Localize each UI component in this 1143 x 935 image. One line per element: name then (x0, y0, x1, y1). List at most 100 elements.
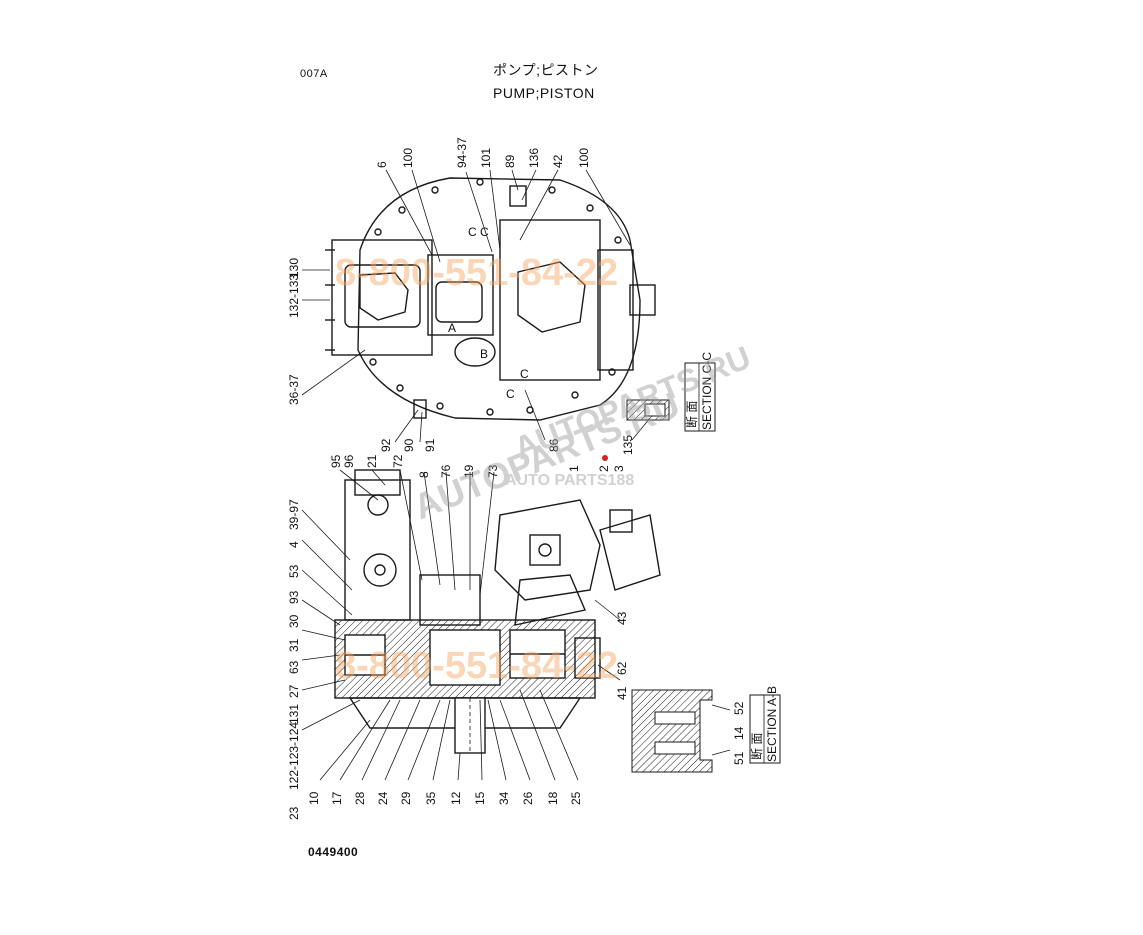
callout-62: 62 (615, 661, 629, 675)
callout-100-b: 100 (577, 148, 591, 168)
top-leader-lines (301, 169, 651, 443)
section-ab-label-box (749, 694, 781, 764)
watermark-phone-top: 8-800-551-84-22 (335, 252, 618, 294)
bottom-fitting (413, 399, 427, 419)
callout-39-97: 39-97 (287, 499, 301, 530)
callout-51: 51 (732, 751, 746, 765)
callout-91: 91 (423, 438, 437, 452)
red-marker (602, 455, 608, 461)
callout-52: 52 (732, 701, 746, 715)
section-ab-jp: 断 面 (749, 733, 764, 760)
watermark-logo: AUTO PARTS188 (505, 472, 634, 489)
section-ab-detail: 断 面 SECTION A-B (631, 686, 781, 773)
callout-94-37: 94-37 (455, 137, 469, 168)
callout-25: 25 (569, 791, 583, 805)
valve-port (363, 553, 397, 587)
bottom-view (334, 469, 661, 754)
callout-130: 130 (287, 258, 301, 278)
callout-63: 63 (287, 660, 301, 674)
callout-101: 101 (479, 148, 493, 168)
callout-89: 89 (503, 154, 517, 168)
callout-26: 26 (521, 791, 535, 805)
section-ab-label: SECTION A-B (765, 686, 779, 762)
title-japanese: ポンプ;ピストン (493, 62, 599, 78)
callout-18: 18 (546, 791, 560, 805)
section-cc-detail: 断 面 SECTION C-C (626, 352, 716, 432)
top-callouts: 6 100 94-37 101 89 136 42 100 130 132-13… (287, 137, 635, 455)
callout-29: 29 (399, 791, 413, 805)
center-gear (429, 629, 501, 686)
callout-30: 30 (287, 614, 301, 628)
callout-4: 4 (287, 541, 301, 548)
view-mark-c3: C (506, 387, 515, 401)
callout-86: 86 (547, 438, 561, 452)
bottom-callouts: 95 96 21 72 8 76 19 73 1 2 3 39-97 4 53 … (287, 454, 746, 820)
callout-6: 6 (375, 161, 389, 168)
left-port (359, 272, 409, 321)
callout-31: 31 (287, 638, 301, 652)
main-port (517, 261, 586, 333)
drain-fitting (509, 185, 527, 207)
callout-27: 27 (287, 684, 301, 698)
callout-76: 76 (439, 464, 453, 478)
callout-96: 96 (342, 454, 356, 468)
callout-15: 15 (473, 791, 487, 805)
callout-136: 136 (527, 148, 541, 168)
callout-28: 28 (353, 791, 367, 805)
callout-2: 2 (597, 465, 611, 472)
inspection-port (454, 337, 496, 367)
callout-10: 10 (307, 791, 321, 805)
servo-block (419, 574, 481, 626)
callout-34: 34 (497, 791, 511, 805)
view-mark-c1: C (468, 225, 477, 239)
center-block (427, 254, 494, 336)
callout-100-a: 100 (401, 148, 415, 168)
callout-21: 21 (365, 454, 379, 468)
callout-41: 41 (615, 686, 629, 700)
pump-flange-outline (357, 177, 641, 421)
view-mark-a: A (448, 321, 456, 335)
view-mark-c2: C (480, 225, 489, 239)
callout-90: 90 (402, 438, 416, 452)
callout-53: 53 (287, 564, 301, 578)
regulator-assy (494, 499, 601, 601)
callout-36-37: 36-37 (287, 374, 301, 405)
callout-24: 24 (376, 791, 390, 805)
mounting-flange (348, 697, 582, 729)
callout-131: 131 (287, 704, 301, 724)
solenoid-valve (599, 514, 661, 591)
callout-92: 92 (379, 438, 393, 452)
upper-valve-body (344, 479, 411, 621)
view-marks: C C A B C C (448, 225, 529, 401)
regulator-block (499, 219, 601, 381)
callout-42: 42 (551, 154, 565, 168)
callout-19: 19 (462, 464, 476, 478)
callout-72: 72 (391, 454, 405, 468)
regulator-cap (629, 284, 656, 316)
left-pump-block (331, 239, 433, 356)
view-mark-c4: C (520, 367, 529, 381)
watermark-phone-bottom: 8-800-551-84-22 (335, 645, 618, 687)
callout-73: 73 (486, 464, 500, 478)
callout-93: 93 (287, 590, 301, 604)
callout-122-123-124: 122-123-124 (287, 722, 301, 790)
callout-3: 3 (612, 465, 626, 472)
callout-135: 135 (621, 435, 635, 455)
top-view (325, 177, 656, 421)
callout-1: 1 (567, 465, 581, 472)
callout-17: 17 (330, 791, 344, 805)
callout-14: 14 (732, 726, 746, 740)
callout-12: 12 (449, 791, 463, 805)
section-ab-drawing (631, 689, 713, 773)
callout-8: 8 (417, 471, 431, 478)
center-port (435, 281, 483, 323)
view-mark-b: B (480, 347, 488, 361)
document-number: 0449400 (308, 845, 359, 859)
regulator-side (597, 249, 634, 371)
title-english: PUMP;PISTON (493, 85, 595, 101)
callout-132-133: 132-133 (287, 274, 301, 318)
section-cc-label: SECTION C-C (700, 352, 714, 430)
bottom-leader-lines (301, 469, 731, 781)
callout-23: 23 (287, 806, 301, 820)
